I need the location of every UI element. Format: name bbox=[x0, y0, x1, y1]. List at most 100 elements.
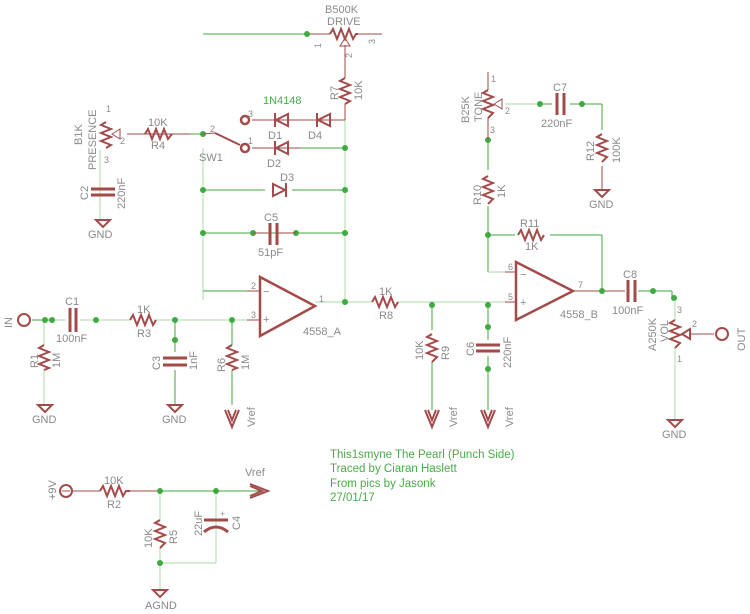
svg-text:3: 3 bbox=[677, 305, 682, 315]
svg-text:1K: 1K bbox=[525, 241, 539, 253]
resistor-r10: R10 1K bbox=[472, 175, 508, 205]
svg-text:6: 6 bbox=[508, 262, 513, 272]
resistor-r6: R6 1M bbox=[216, 344, 252, 372]
svg-text:B25K: B25K bbox=[460, 95, 472, 123]
vref-r9: Vref bbox=[424, 406, 460, 430]
svg-text:1: 1 bbox=[313, 43, 323, 48]
capacitor-c7: C7 220nF bbox=[541, 82, 572, 130]
pot-drive: B500K DRIVE 1 2 3 bbox=[313, 4, 377, 58]
port-in[interactable]: IN bbox=[3, 313, 31, 328]
svg-text:3: 3 bbox=[251, 310, 256, 320]
svg-text:R12: R12 bbox=[585, 141, 597, 161]
svg-text:2: 2 bbox=[120, 136, 125, 146]
pot-drive-name: B500K bbox=[325, 4, 359, 16]
capacitor-c1: C1 100nF bbox=[56, 296, 87, 345]
pot-vol: A250K VOL 3 2 1 bbox=[647, 300, 697, 364]
svg-text:220nF: 220nF bbox=[502, 337, 514, 368]
opamp-a-name: 4558_A bbox=[303, 326, 342, 338]
svg-text:1K: 1K bbox=[496, 184, 508, 198]
agnd-symbol: AGND bbox=[145, 589, 177, 612]
svg-text:1: 1 bbox=[491, 74, 496, 84]
svg-text:OUT: OUT bbox=[736, 328, 748, 352]
svg-text:220nF: 220nF bbox=[541, 118, 572, 130]
svg-text:C5: C5 bbox=[264, 212, 278, 224]
vref-c6: Vref bbox=[480, 406, 516, 430]
svg-text:+9V: +9V bbox=[47, 479, 59, 500]
sw1-name: SW1 bbox=[199, 152, 223, 164]
svg-text:3: 3 bbox=[490, 125, 495, 135]
svg-text:GND: GND bbox=[162, 414, 187, 426]
switch-sw1: 2 1 3 SW1 bbox=[199, 109, 253, 164]
svg-text:B1K: B1K bbox=[73, 124, 85, 145]
pot-presence: B1K PRESENCE 1 2 3 bbox=[73, 104, 125, 170]
capacitor-c4: + 22uF C4 bbox=[193, 509, 243, 536]
svg-text:2: 2 bbox=[210, 124, 215, 134]
resistor-r9: 10K R9 bbox=[414, 333, 452, 363]
svg-text:R8: R8 bbox=[379, 310, 393, 322]
port-out[interactable]: OUT bbox=[715, 327, 748, 352]
svg-text:C2: C2 bbox=[79, 186, 91, 200]
diode-d1: D1 bbox=[268, 112, 289, 142]
capacitor-c3: C3 1nF bbox=[151, 351, 200, 370]
capacitor-c5: C5 51pF bbox=[253, 212, 296, 259]
svg-text:R3: R3 bbox=[137, 328, 151, 340]
svg-text:−: − bbox=[520, 269, 526, 281]
svg-text:1K: 1K bbox=[379, 286, 393, 298]
resistor-r2: 10K R2 bbox=[99, 475, 130, 511]
title-block: This1smyne The Pearl (Punch Side) Traced… bbox=[330, 449, 515, 504]
svg-text:C3: C3 bbox=[151, 356, 163, 370]
svg-text:D2: D2 bbox=[267, 158, 281, 170]
svg-text:R6: R6 bbox=[216, 358, 228, 372]
svg-text:R4: R4 bbox=[151, 140, 165, 152]
svg-text:AGND: AGND bbox=[145, 600, 177, 612]
resistor-r7: R7 10K bbox=[329, 77, 365, 105]
svg-text:VOL: VOL bbox=[659, 320, 671, 342]
diode-d4: D4 bbox=[308, 112, 331, 142]
pot-tone: B25K TONE 1 2 3 bbox=[460, 74, 510, 140]
svg-text:1K: 1K bbox=[137, 304, 151, 316]
pot-drive-value: DRIVE bbox=[327, 16, 361, 28]
svg-text:D4: D4 bbox=[308, 130, 322, 142]
svg-text:1: 1 bbox=[106, 104, 111, 114]
svg-text:GND: GND bbox=[32, 414, 57, 426]
svg-text:10K: 10K bbox=[148, 117, 168, 129]
svg-text:22uF: 22uF bbox=[193, 511, 205, 536]
junctions bbox=[42, 31, 677, 566]
svg-text:100K: 100K bbox=[611, 137, 623, 163]
capacitor-c8: C8 100nF bbox=[612, 269, 643, 317]
svg-text:2: 2 bbox=[692, 319, 697, 329]
port-9v[interactable]: +9V bbox=[47, 479, 73, 500]
svg-text:PRESENCE: PRESENCE bbox=[87, 109, 99, 170]
resistor-r12: R12 100K bbox=[585, 133, 623, 163]
svg-text:220nF: 220nF bbox=[116, 178, 128, 209]
svg-text:1: 1 bbox=[677, 354, 682, 364]
gnd-c2: GND bbox=[88, 219, 113, 241]
vref-supply: Vref bbox=[245, 467, 271, 499]
opamp-b-name: 4558_B bbox=[560, 309, 598, 321]
svg-text:7: 7 bbox=[578, 280, 583, 290]
title-line-1: This1smyne The Pearl (Punch Side) bbox=[330, 449, 515, 461]
svg-text:R11: R11 bbox=[520, 218, 539, 230]
gnd-c3: GND bbox=[162, 404, 187, 426]
svg-text:R5: R5 bbox=[168, 530, 180, 544]
svg-text:R9: R9 bbox=[440, 346, 452, 360]
svg-text:1M: 1M bbox=[240, 355, 252, 370]
svg-text:D1: D1 bbox=[268, 130, 282, 142]
opamp-b: − + 6 5 7 4558_B bbox=[505, 259, 598, 323]
title-line-2: Traced by Ciaran Haslett bbox=[330, 463, 458, 475]
svg-text:−: − bbox=[263, 286, 269, 298]
svg-text:R1: R1 bbox=[29, 354, 41, 368]
gnd-r12: GND bbox=[589, 189, 614, 211]
resistor-r3: 1K R3 bbox=[129, 304, 157, 340]
svg-text:Vref: Vref bbox=[504, 406, 516, 427]
gnd-r1: GND bbox=[32, 404, 57, 426]
resistor-r8: 1K R8 bbox=[371, 286, 399, 322]
svg-text:R2: R2 bbox=[107, 499, 121, 511]
capacitor-c2: C2 220nF bbox=[79, 178, 128, 209]
svg-text:2: 2 bbox=[505, 106, 510, 116]
svg-text:A250K: A250K bbox=[647, 317, 659, 351]
svg-text:GND: GND bbox=[662, 429, 687, 441]
svg-text:3: 3 bbox=[248, 109, 253, 119]
svg-text:2: 2 bbox=[344, 53, 354, 58]
svg-text:+: + bbox=[220, 509, 225, 519]
